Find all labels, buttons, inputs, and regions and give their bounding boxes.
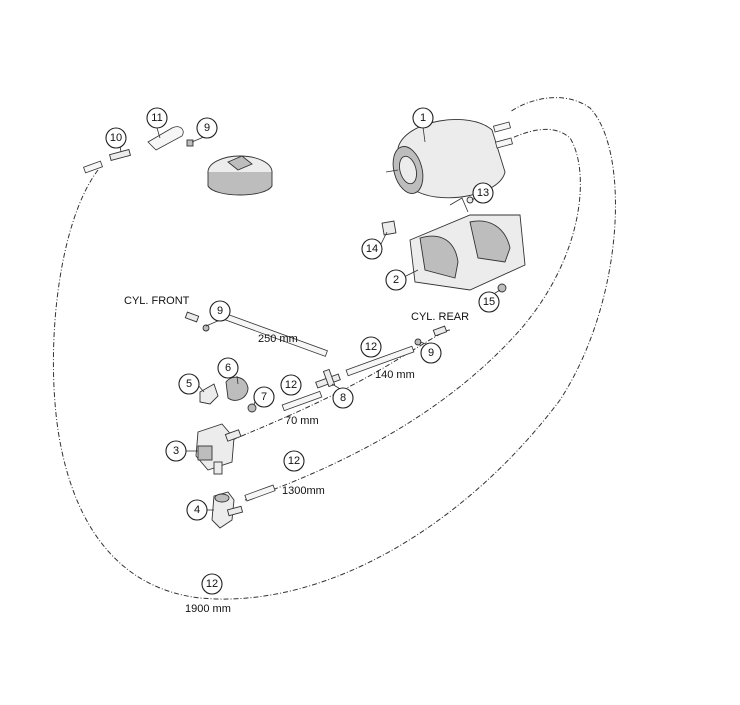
svg-text:8: 8 (340, 392, 346, 404)
callout-11: 11 (146, 107, 168, 129)
washer-13 (466, 196, 474, 204)
svg-text:7: 7 (261, 391, 267, 403)
elbow-hose-11 (147, 126, 184, 151)
callout-12-1900: 12 (201, 573, 223, 595)
callout-12-mid: 12 (280, 374, 302, 396)
tee-fitting-8 (315, 368, 341, 389)
svg-text:6: 6 (225, 362, 231, 374)
screw-7 (247, 403, 257, 413)
svg-text:11: 11 (151, 112, 162, 124)
label-cyl-rear: CYL. REAR (411, 311, 469, 323)
callout-2: 2 (385, 269, 407, 291)
callout-7: 7 (253, 386, 275, 408)
callout-10: 10 (105, 127, 127, 149)
svg-text:12: 12 (365, 341, 377, 353)
callout-15: 15 (478, 291, 500, 313)
check-valve-4 (211, 491, 244, 529)
svg-text:1: 1 (420, 112, 426, 124)
solenoid-valve-3 (195, 423, 242, 475)
bracket-5 (199, 383, 219, 405)
hose-140mm (345, 345, 415, 377)
callout-8: 8 (332, 387, 354, 409)
svg-text:3: 3 (173, 445, 179, 457)
label-70mm: 70 mm (285, 415, 319, 427)
bracket (381, 197, 526, 291)
hose-1300mm (244, 484, 276, 502)
screw-9-top (186, 139, 194, 147)
label-1900mm: 1900 mm (185, 603, 231, 615)
svg-text:2: 2 (393, 274, 399, 286)
svg-text:12: 12 (285, 379, 297, 391)
callout-12-rear: 12 (360, 336, 382, 358)
callout-9-rear: 9 (420, 342, 442, 364)
svg-text:9: 9 (428, 347, 434, 359)
hose-1300mm-return (244, 128, 581, 501)
svg-text:12: 12 (288, 455, 300, 467)
svg-text:5: 5 (186, 378, 192, 390)
callout-13: 13 (472, 182, 494, 204)
canister (385, 119, 513, 199)
nipple-9-rear (432, 325, 448, 337)
callout-1: 1 (412, 107, 434, 129)
callout-3: 3 (165, 440, 187, 462)
callout-6: 6 (217, 357, 239, 379)
svg-text:9: 9 (217, 305, 223, 317)
filler-cap (207, 155, 273, 196)
label-1300mm: 1300mm (282, 485, 325, 497)
svg-text:10: 10 (110, 132, 122, 144)
fitting-10 (109, 148, 131, 162)
svg-text:14: 14 (366, 243, 378, 255)
rubber-mount-6 (225, 376, 249, 401)
svg-text:9: 9 (204, 122, 210, 134)
callout-4: 4 (186, 499, 208, 521)
callout-12-1300: 12 (283, 450, 305, 472)
svg-text:4: 4 (194, 504, 200, 516)
callout-9-front: 9 (209, 300, 231, 322)
hose-1900mm (52, 97, 616, 600)
callout-14: 14 (361, 238, 383, 260)
label-cyl-front: CYL. FRONT (124, 295, 190, 307)
svg-text:12: 12 (206, 578, 218, 590)
hose-tank-connection (231, 329, 451, 441)
callout-9-top: 9 (196, 117, 218, 139)
svg-text:15: 15 (483, 296, 495, 308)
hose-70mm (281, 390, 323, 412)
washer-front (202, 324, 210, 332)
hose-end-left (83, 160, 103, 174)
callout-5: 5 (178, 373, 200, 395)
nipple-9-front (184, 311, 200, 323)
svg-text:13: 13 (477, 187, 489, 199)
label-140mm: 140 mm (375, 369, 415, 381)
label-250mm: 250 mm (258, 333, 298, 345)
